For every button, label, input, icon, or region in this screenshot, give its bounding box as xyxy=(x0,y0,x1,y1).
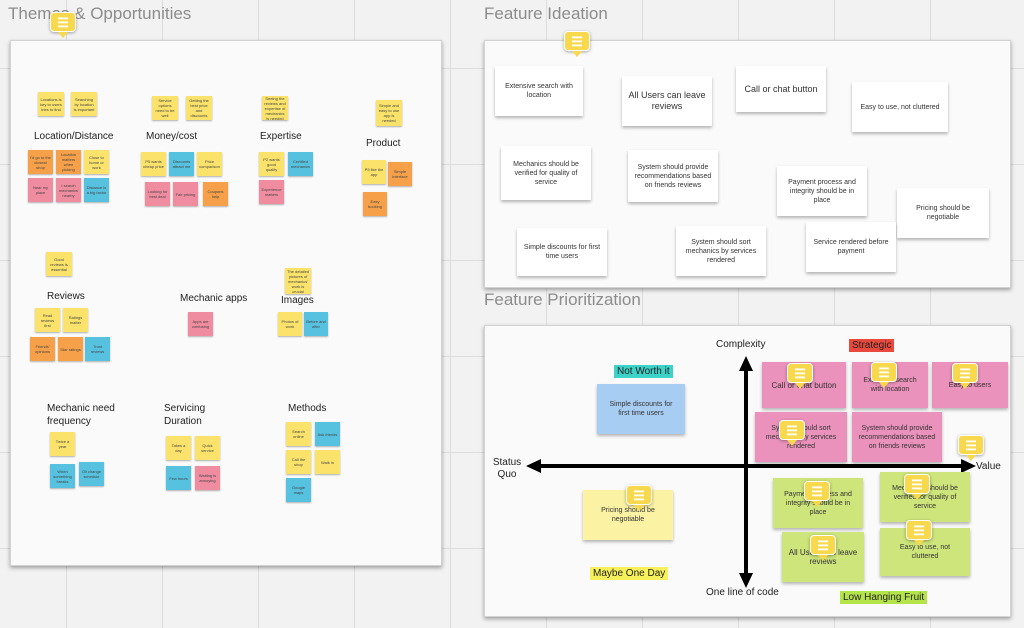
sticky-note[interactable]: Star ratings xyxy=(58,337,83,361)
sticky-note[interactable]: I'd go to the closest shop xyxy=(28,150,53,174)
sticky-note[interactable]: Looking for best deal xyxy=(145,182,170,206)
comment-icon[interactable]: ☰ xyxy=(787,363,813,389)
quadrant-low-hanging: Low Hanging Fruit xyxy=(840,591,928,604)
sticky-note[interactable]: Seeing the reviews and expertise of mech… xyxy=(262,96,288,120)
sticky-note[interactable]: Takes a day xyxy=(166,436,191,460)
comment-icon[interactable]: ☰ xyxy=(871,362,897,388)
quadrant-not-worth: Not Worth it xyxy=(614,365,673,378)
sticky-note[interactable]: Searching by location is important xyxy=(71,92,97,116)
category-mechanic-need: Mechanic need frequency xyxy=(47,403,115,427)
comment-icon[interactable]: ☰ xyxy=(50,12,76,38)
sticky-note[interactable]: Few hours xyxy=(166,466,191,490)
idea-note[interactable]: Service rendered before payment xyxy=(806,222,896,272)
category-money: Money/cost xyxy=(146,131,198,142)
sticky-note[interactable]: Certified mechanics xyxy=(288,152,313,176)
sticky-note[interactable]: P2 wants good quality xyxy=(259,152,284,176)
axis-label-one-line: One line of code xyxy=(706,587,779,598)
comment-icon[interactable]: ☰ xyxy=(952,363,978,389)
idea-note[interactable]: System should provide recommendations ba… xyxy=(628,150,718,202)
comment-icon[interactable]: ☰ xyxy=(804,481,830,507)
axis-label-value: Value xyxy=(976,461,1001,472)
idea-note[interactable]: All Users can leave reviews xyxy=(622,76,712,126)
sticky-note[interactable]: Simple interface xyxy=(388,162,412,186)
sticky-note[interactable]: I search mechanics nearby xyxy=(56,178,81,202)
axis-label-complexity: Complexity xyxy=(716,339,766,350)
category-mechanic-apps: Mechanic apps xyxy=(180,293,248,304)
themes-title: Themes & Opportunities xyxy=(8,4,192,23)
category-methods: Methods xyxy=(288,403,327,414)
sticky-note[interactable]: Twice a year xyxy=(50,432,75,456)
sticky-note[interactable]: Read reviews first xyxy=(35,308,60,332)
comment-icon[interactable]: ☰ xyxy=(626,485,652,511)
sticky-note[interactable]: When something breaks xyxy=(50,464,75,488)
sticky-note[interactable]: Ask friends xyxy=(315,422,340,446)
sticky-note[interactable]: Walk in xyxy=(315,450,340,474)
comment-icon[interactable]: ☰ xyxy=(779,420,805,446)
sticky-note[interactable]: Good reviews is essential xyxy=(46,252,72,276)
sticky-note[interactable]: Coupons help xyxy=(203,182,228,206)
sticky-note[interactable]: Near my place xyxy=(28,178,53,202)
comment-icon[interactable]: ☰ xyxy=(958,435,984,461)
sticky-note[interactable]: Close to home or work xyxy=(84,150,109,174)
sticky-note[interactable]: P5 wants cheap price xyxy=(141,152,166,176)
idea-note[interactable]: Extensive search with location xyxy=(495,66,583,116)
sticky-note[interactable]: Locations is key to users tries to find xyxy=(38,92,64,116)
priority-note[interactable]: System should provide recommendations ba… xyxy=(852,412,942,462)
prioritization-title: Feature Prioritization xyxy=(484,290,641,309)
sticky-note[interactable]: The detailed pictures of mechanics' work… xyxy=(285,268,311,294)
axis-label-status-quo: Status Quo xyxy=(492,457,522,480)
category-reviews: Reviews xyxy=(47,291,85,302)
sticky-note[interactable]: Ratings matter xyxy=(63,308,88,332)
sticky-note[interactable]: Getting the best price and discounts xyxy=(186,96,212,120)
idea-note[interactable]: Simple discounts for first time users xyxy=(517,228,607,276)
sticky-note[interactable]: Search online xyxy=(286,422,311,446)
sticky-note[interactable]: P5 like the app xyxy=(362,160,386,184)
idea-note[interactable]: Mechanics should be verified for quality… xyxy=(501,146,591,200)
comment-icon[interactable]: ☰ xyxy=(564,31,590,57)
sticky-note[interactable]: Distance is a big factor xyxy=(84,178,109,202)
comment-icon[interactable]: ☰ xyxy=(904,474,930,500)
category-product: Product xyxy=(366,138,401,149)
sticky-note[interactable]: Before and after xyxy=(304,312,328,336)
sticky-note[interactable]: Photos of work xyxy=(278,312,302,336)
category-images: Images xyxy=(281,295,314,306)
quadrant-maybe: Maybe One Day xyxy=(590,567,669,580)
idea-note[interactable]: Payment process and integrity should be … xyxy=(777,166,867,216)
sticky-note[interactable]: Discounts attract me xyxy=(169,152,194,176)
idea-note[interactable]: Pricing should be negotiable xyxy=(897,188,989,238)
quadrant-strategic: Strategic xyxy=(849,339,895,352)
sticky-note[interactable]: Fair pricing xyxy=(173,182,198,206)
comment-icon[interactable]: ☰ xyxy=(810,535,836,561)
sticky-note[interactable]: Trust reviews xyxy=(85,337,110,361)
sticky-note[interactable]: Experience matters xyxy=(259,180,284,204)
category-location: Location/Distance xyxy=(34,131,114,142)
sticky-note[interactable]: Price comparison xyxy=(197,152,222,176)
sticky-note[interactable]: Apps are confusing xyxy=(188,312,213,336)
sticky-note[interactable]: Friends' opinions xyxy=(30,337,55,361)
ideation-title: Feature Ideation xyxy=(484,4,608,23)
sticky-note[interactable]: Call the shop xyxy=(286,450,311,474)
idea-note[interactable]: System should sort mechanics by services… xyxy=(676,226,766,276)
priority-note[interactable]: Simple discounts for first time users xyxy=(597,384,685,434)
sticky-note[interactable]: Easy booking xyxy=(363,192,387,216)
sticky-note[interactable]: Simple and easy to use app is needed xyxy=(376,100,402,126)
sticky-note[interactable]: Service options need to be well xyxy=(152,96,178,120)
comment-icon[interactable]: ☰ xyxy=(906,520,932,546)
sticky-note[interactable]: Quick service xyxy=(195,436,220,460)
idea-note[interactable]: Easy to use, not cluttered xyxy=(852,82,948,132)
sticky-note[interactable]: Google maps xyxy=(286,478,311,502)
sticky-note[interactable]: Waiting is annoying xyxy=(195,466,220,490)
category-servicing: Servicing Duration xyxy=(164,403,206,427)
idea-note[interactable]: Call or chat button xyxy=(736,66,826,112)
sticky-note[interactable]: Location matters when picking xyxy=(56,150,81,174)
category-expertise: Expertise xyxy=(260,131,302,142)
sticky-note[interactable]: Oil change schedule xyxy=(79,462,104,486)
